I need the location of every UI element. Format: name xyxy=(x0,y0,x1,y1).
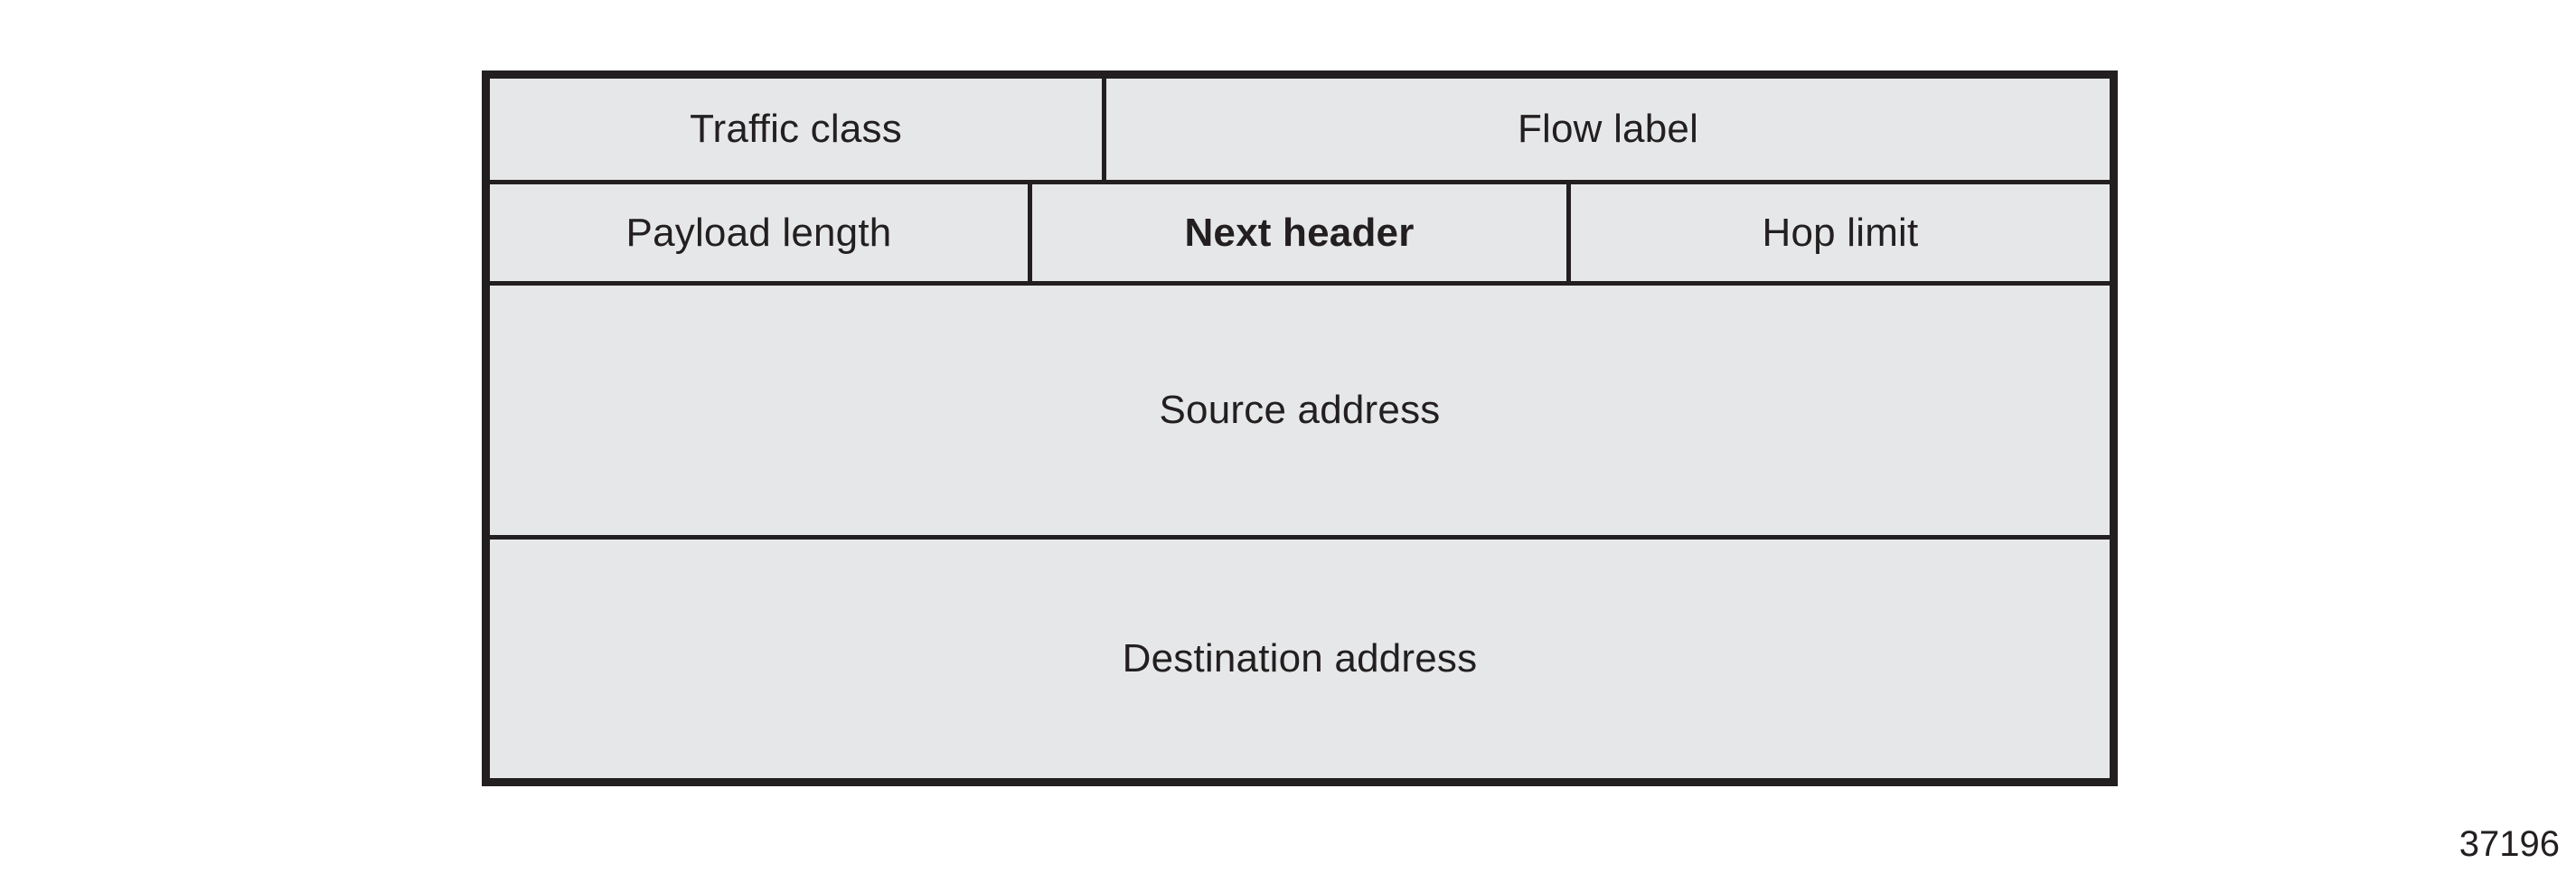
field-payload-length: Payload length xyxy=(490,184,1028,281)
header-row-2: Payload length Next header Hop limit xyxy=(490,180,2110,281)
field-traffic-class: Traffic class xyxy=(490,79,1102,180)
field-hop-limit-label: Hop limit xyxy=(1762,210,1919,255)
header-row-4: Destination address xyxy=(490,535,2110,778)
field-traffic-class-label: Traffic class xyxy=(690,107,902,151)
field-flow-label-label: Flow label xyxy=(1517,107,1699,151)
field-destination-address-label: Destination address xyxy=(1122,636,1478,681)
figure-number: 37196 xyxy=(2458,824,2560,864)
field-flow-label: Flow label xyxy=(1102,79,2110,180)
header-row-3: Source address xyxy=(490,281,2110,535)
field-next-header-label: Next header xyxy=(1184,210,1415,255)
field-hop-limit: Hop limit xyxy=(1566,184,2110,281)
field-payload-length-label: Payload length xyxy=(625,210,892,255)
ipv6-header-diagram: Traffic class Flow label Payload length … xyxy=(482,70,2118,786)
field-next-header: Next header xyxy=(1028,184,1566,281)
field-source-address-label: Source address xyxy=(1159,388,1441,432)
diagram-grid: Traffic class Flow label Payload length … xyxy=(490,79,2110,778)
header-row-1: Traffic class Flow label xyxy=(490,79,2110,180)
field-source-address: Source address xyxy=(490,286,2110,535)
field-destination-address: Destination address xyxy=(490,540,2110,778)
